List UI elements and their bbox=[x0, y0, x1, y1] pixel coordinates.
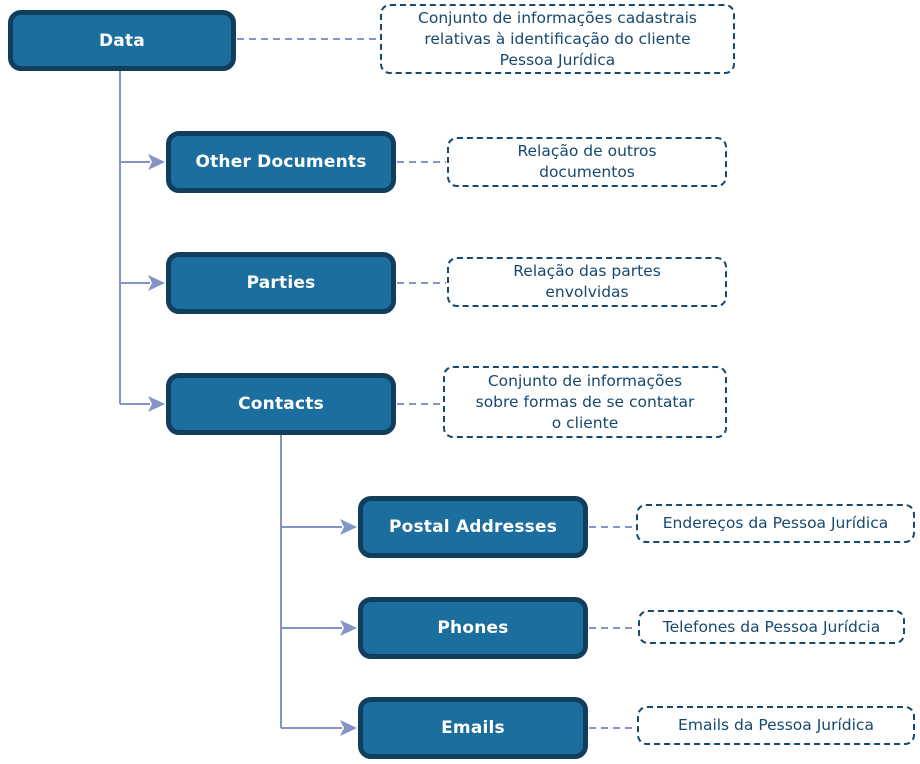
node-parties-label: Parties bbox=[246, 273, 316, 293]
annotation-emails-text: Emails da Pessoa Jurídica bbox=[678, 716, 874, 734]
arrowhead-icon bbox=[340, 519, 357, 535]
annotation-other-documents-text: Relação de outros documentos bbox=[517, 142, 657, 181]
arrowhead-icon bbox=[340, 720, 357, 736]
annotation-contacts: Conjunto de informações sobre formas de … bbox=[443, 366, 727, 438]
arrowhead-icon bbox=[340, 620, 357, 636]
annotation-phones-text: Telefones da Pessoa Jurídcia bbox=[662, 617, 881, 636]
annotation-emails: Emails da Pessoa Jurídica bbox=[637, 706, 915, 745]
annotation-other-documents: Relação de outros documentos bbox=[447, 137, 727, 187]
node-parties: Parties bbox=[166, 252, 396, 314]
node-contacts-label: Contacts bbox=[238, 394, 324, 414]
annotation-postal-addresses: Endereços da Pessoa Jurídica bbox=[636, 504, 915, 543]
arrowhead-icon bbox=[148, 154, 165, 170]
node-other-documents-label: Other Documents bbox=[195, 152, 367, 172]
node-emails-label: Emails bbox=[441, 718, 505, 738]
annotation-postal-addresses-text: Endereços da Pessoa Jurídica bbox=[662, 514, 889, 532]
node-emails: Emails bbox=[358, 697, 588, 759]
annotation-contacts-text: Conjunto de informações sobre formas de … bbox=[475, 371, 695, 432]
annotation-data-text: Conjunto de informações cadastrais relat… bbox=[418, 8, 697, 69]
node-contacts: Contacts bbox=[166, 373, 396, 435]
node-other-documents: Other Documents bbox=[166, 131, 396, 193]
node-data: Data bbox=[8, 10, 236, 71]
node-postal-addresses: Postal Addresses bbox=[358, 496, 588, 558]
annotation-phones: Telefones da Pessoa Jurídcia bbox=[638, 610, 905, 644]
node-phones-label: Phones bbox=[437, 618, 509, 638]
node-data-label: Data bbox=[99, 30, 145, 51]
annotation-data: Conjunto de informações cadastrais relat… bbox=[380, 4, 735, 74]
annotation-parties: Relação das partes envolvidas bbox=[447, 257, 727, 307]
arrowhead-icon bbox=[148, 275, 165, 291]
annotation-parties-text: Relação das partes envolvidas bbox=[513, 262, 661, 301]
arrowhead-icon bbox=[148, 396, 165, 412]
node-phones: Phones bbox=[358, 597, 588, 659]
node-postal-addresses-label: Postal Addresses bbox=[388, 517, 558, 537]
